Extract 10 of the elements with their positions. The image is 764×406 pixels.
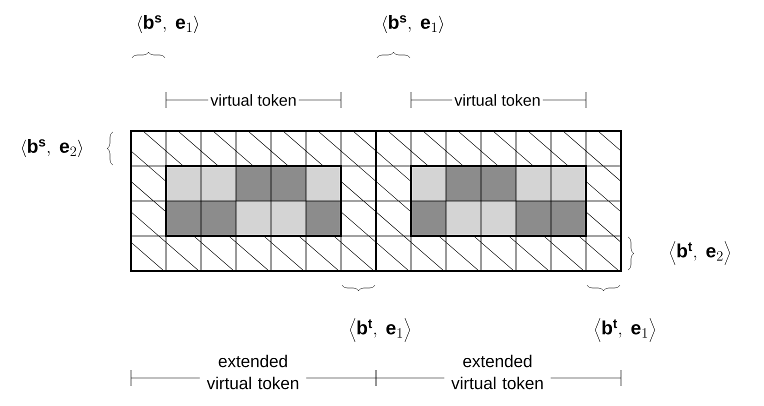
formula-label: $\left\langle \mathbf{b}^{\mathbf{t}},\ \mathbf{e}_{2}\right\rangle$ bbox=[670, 240, 730, 265]
formula-label: $\left\langle \mathbf{b}^{\mathbf{t}},\ \mathbf{e}_{1}\right\rangle$ bbox=[350, 318, 410, 342]
formula-label: $\left\langle \mathbf{b}^{\mathbf{s}},\ \mathbf{e}_{2}\right\rangle$ bbox=[22, 138, 82, 158]
dimension-label: virtual token bbox=[210, 94, 296, 106]
dimension-label: extended virtual token bbox=[451, 354, 543, 390]
dimension-label: virtual token bbox=[454, 94, 540, 106]
formula-label: $\left\langle \mathbf{b}^{\mathbf{s}},\ \mathbf{e}_{1}\right\rangle$ bbox=[138, 14, 198, 34]
formula-label: $\left\langle \mathbf{b}^{\mathbf{s}},\ \mathbf{e}_{1}\right\rangle$ bbox=[382, 14, 444, 34]
formula-label: $\left\langle \mathbf{b}^{\mathbf{t}},\ \mathbf{e}_{1}\right\rangle$ bbox=[595, 318, 655, 342]
dimension-label: extended virtual token bbox=[206, 354, 298, 390]
